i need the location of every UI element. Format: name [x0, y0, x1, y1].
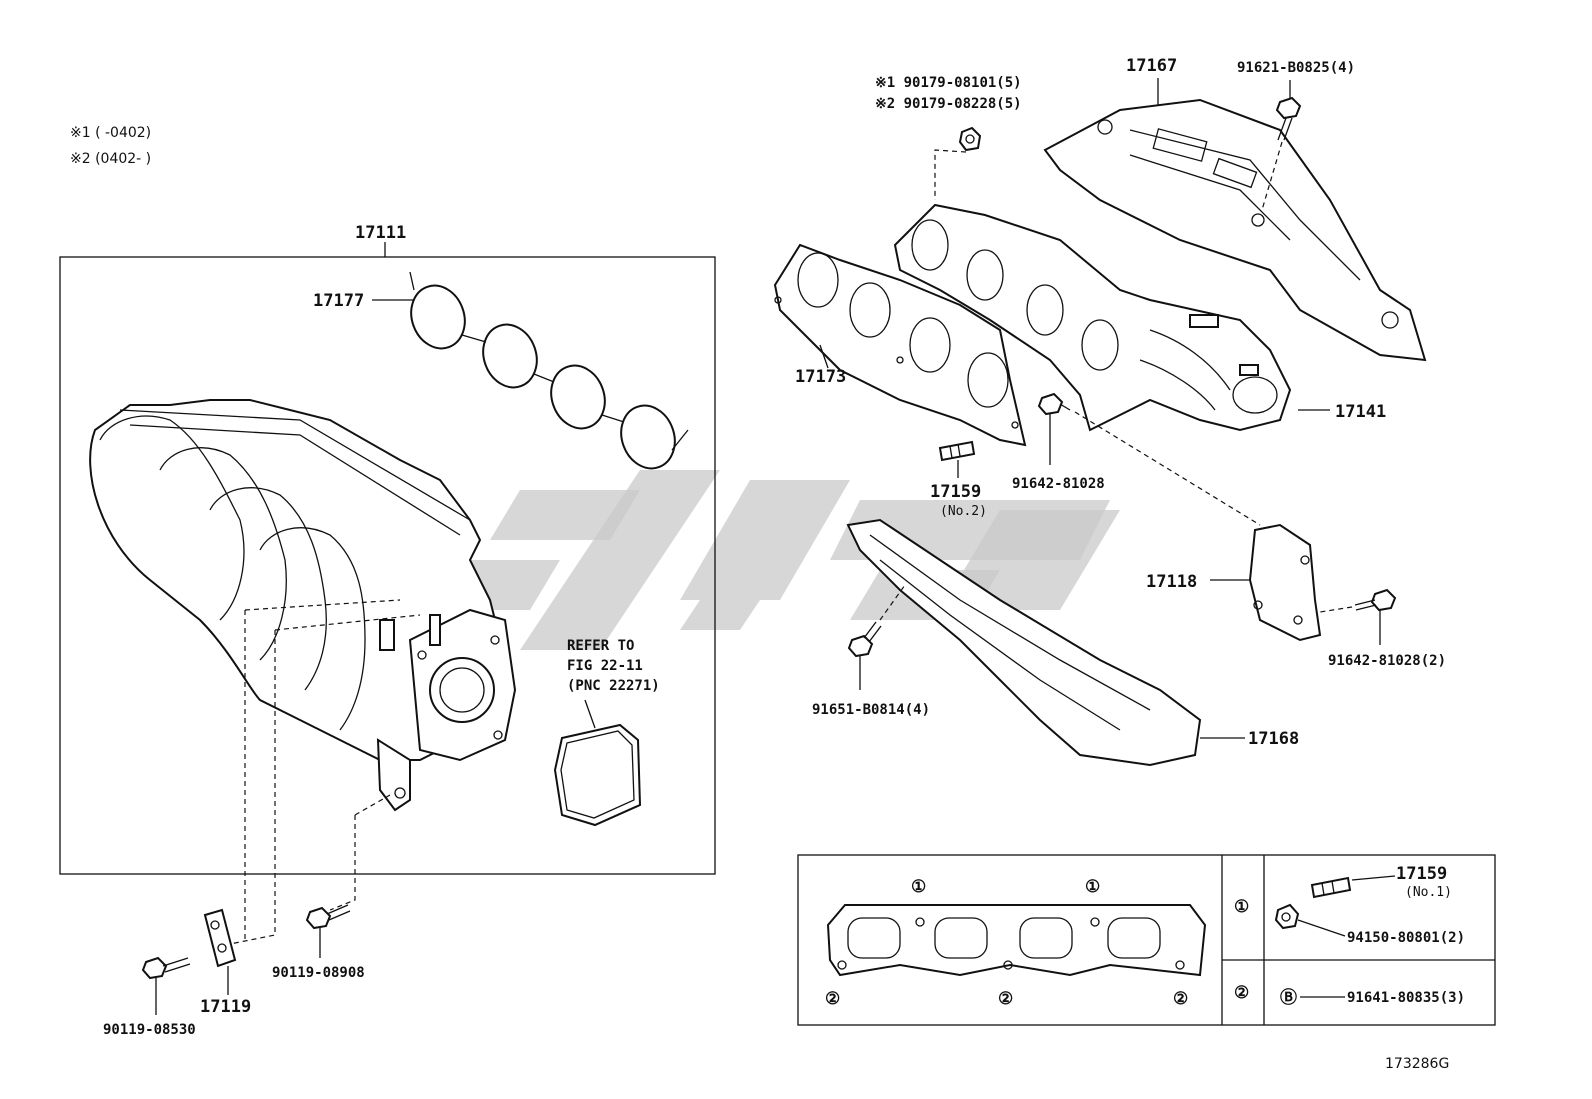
intake-manifold — [89, 399, 502, 761]
stay-17119 — [203, 908, 237, 995]
bracket-17118 — [1248, 523, 1322, 642]
bolt-90119-08530 — [141, 956, 191, 1015]
label-17167: 17167 — [1126, 56, 1177, 76]
label-91651: 91651-B0814(4) — [812, 702, 930, 718]
legend-17159: 17159 — [1396, 864, 1447, 884]
throttle-body — [376, 608, 517, 812]
label-17168: 17168 — [1248, 729, 1299, 749]
exhaust-manifold-17141 — [893, 203, 1292, 432]
heat-insulator-17167 — [1043, 98, 1427, 362]
label-17159: 17159 — [930, 482, 981, 502]
legend-b-marker: Ⓑ — [1280, 987, 1297, 1008]
stud-17159 — [938, 440, 976, 478]
marker-1b: ① — [1085, 877, 1100, 897]
exhaust-manifold-gasket-17173 — [773, 243, 1027, 447]
figure-id: 173286G — [1385, 1056, 1449, 1072]
label-17119: 17119 — [200, 997, 251, 1017]
refer-line-1: REFER TO — [567, 638, 634, 654]
legend-stud-17159 — [1310, 876, 1352, 899]
refer-line-2: FIG 22-11 — [567, 658, 643, 674]
label-90119-08908: 90119-08908 — [272, 965, 365, 981]
gasket-17177 — [409, 271, 689, 470]
bolt-91642 — [1037, 392, 1071, 465]
legend-17159-note: (No.1) — [1405, 885, 1452, 900]
note-1: ※1 ( -0402) — [70, 125, 151, 141]
marker-1a: ① — [911, 877, 926, 897]
row2-marker: ② — [1234, 983, 1249, 1003]
row1-marker: ① — [1234, 897, 1249, 917]
legend-nut-94150 — [1274, 903, 1300, 930]
legend-91641: 91641-80835(3) — [1347, 990, 1465, 1006]
legend-94150: 94150-80801(2) — [1347, 930, 1465, 946]
watermark-logo — [440, 470, 1120, 650]
bolt-90119-08908 — [305, 904, 351, 958]
marker-2c: ② — [1173, 989, 1188, 1009]
label-17141: 17141 — [1335, 402, 1386, 422]
label-17173: 17173 — [795, 367, 846, 387]
label-17118: 17118 — [1146, 572, 1197, 592]
bolt-91651 — [847, 621, 882, 690]
legend-table: ① ① ② ② ② ① ② 17159 (No.1) 94150-80801(2… — [797, 854, 1496, 1026]
label-90119-08530: 90119-08530 — [103, 1022, 196, 1038]
label-91621: 91621-B0825(4) — [1237, 60, 1355, 76]
intake-manifold-assembly: 17111 17177 — [59, 223, 716, 946]
bolt-91621 — [1275, 96, 1302, 141]
label-91642: 91642-81028 — [1012, 476, 1105, 492]
label-17177: 17177 — [313, 291, 364, 311]
label-91642-2: 91642-81028(2) — [1328, 653, 1446, 669]
heat-insulator-17168 — [846, 518, 1202, 767]
throttle-gasket — [553, 723, 642, 827]
marker-2b: ② — [998, 989, 1013, 1009]
note-2: ※2 (0402- ) — [70, 151, 151, 167]
label-17159-note: (No.2) — [940, 504, 987, 519]
nut-90179 — [958, 126, 982, 152]
label-nut-s1: ※1 90179-08101(5) — [875, 75, 1022, 91]
bolt-91642-2 — [1354, 588, 1397, 645]
label-17111: 17111 — [355, 223, 406, 243]
marker-2a: ② — [825, 989, 840, 1009]
refer-line-3: (PNC 22271) — [567, 678, 660, 694]
label-nut-s2: ※2 90179-08228(5) — [875, 96, 1022, 112]
assembly-box — [59, 256, 716, 875]
